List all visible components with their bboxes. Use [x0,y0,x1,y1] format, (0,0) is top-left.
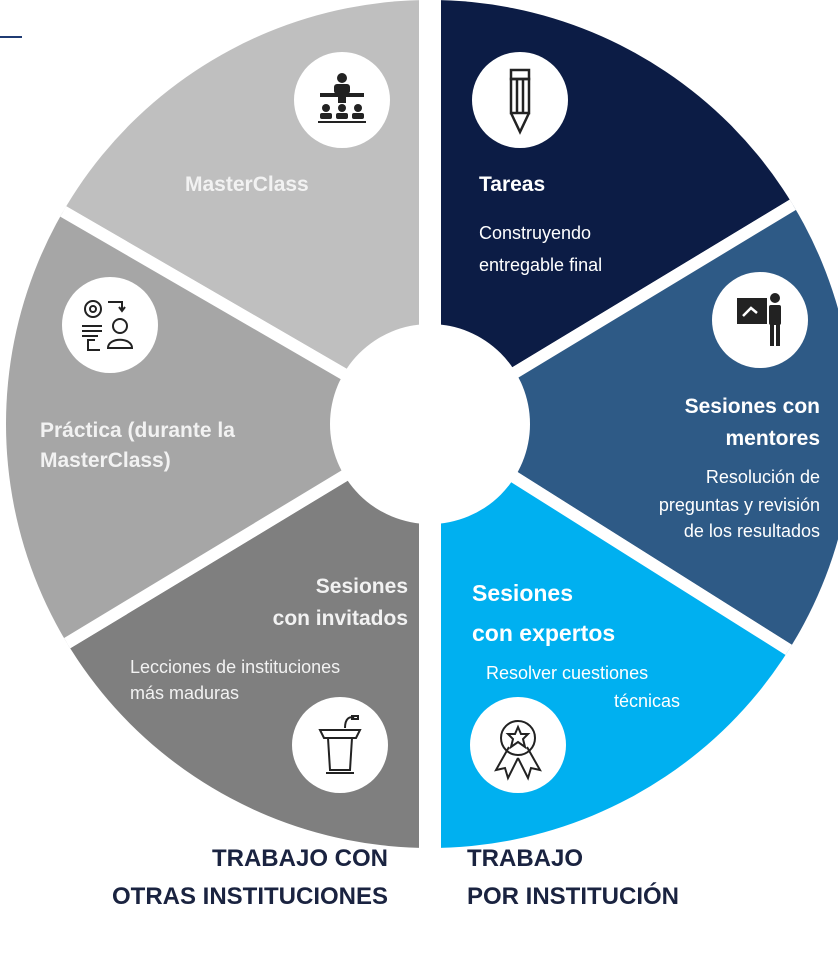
award-ribbon-icon [494,720,542,781]
practica-icon-badge [62,277,158,373]
bottom-left-line2: OTRAS INSTITUCIONES [111,883,388,910]
bottom-right-line2: POR INSTITUCIÓN [467,883,680,910]
expertos-desc-line2: técnicas [613,691,680,711]
expertos-title-line2: con expertos [472,620,616,646]
mentores-desc-line2: preguntas y revisión [658,495,820,515]
invitados-icon-badge [292,697,388,793]
expertos-icon-badge [470,697,566,793]
tareas-desc-line1: Construyendo [479,223,592,243]
center-hub [330,324,530,524]
invitados-title-line2: con invitados [272,607,408,630]
mentores-title-line1: Sesiones con [684,395,820,418]
bottom-left-label: TRABAJO CON OTRAS INSTITUCIONES [112,840,388,916]
practica-title-line2: MasterClass) [40,449,171,472]
mentores-desc-line1: Resolución de [705,467,820,487]
bottom-left-line1: TRABAJO CON [211,845,388,872]
expertos-desc-line1: Resolver cuestiones [486,663,649,683]
mentores-icon-badge [712,272,808,368]
segment-practica [6,129,442,731]
cycle-wheel [6,0,838,850]
invitados-desc-line2: más maduras [130,683,240,703]
tareas-desc-line2: entregable final [479,255,603,275]
bottom-right-label: TRABAJO POR INSTITUCIÓN [467,840,679,916]
tareas-title: Tareas [479,173,546,196]
mentores-title-line2: mentores [725,427,820,450]
masterclass-icon-badge [294,52,390,148]
invitados-title-line1: Sesiones [315,575,408,598]
lectern-icon [318,715,362,774]
practica-title-line1: Práctica (durante la [40,419,235,442]
bottom-right-line1: TRABAJO [467,845,584,872]
whiteboard-teacher-icon [737,293,781,346]
invitados-desc-line1: Lecciones de instituciones [130,657,341,677]
masterclass-title: MasterClass [185,173,309,196]
presenter-audience-icon [318,73,366,123]
tareas-icon-badge [472,52,568,148]
expertos-title-line1: Sesiones [472,580,573,606]
pencil-icon [509,68,531,135]
gear-person-cycle-icon [82,300,134,351]
corner-accent-line [0,36,22,38]
mentores-desc-line3: de los resultados [683,521,820,541]
